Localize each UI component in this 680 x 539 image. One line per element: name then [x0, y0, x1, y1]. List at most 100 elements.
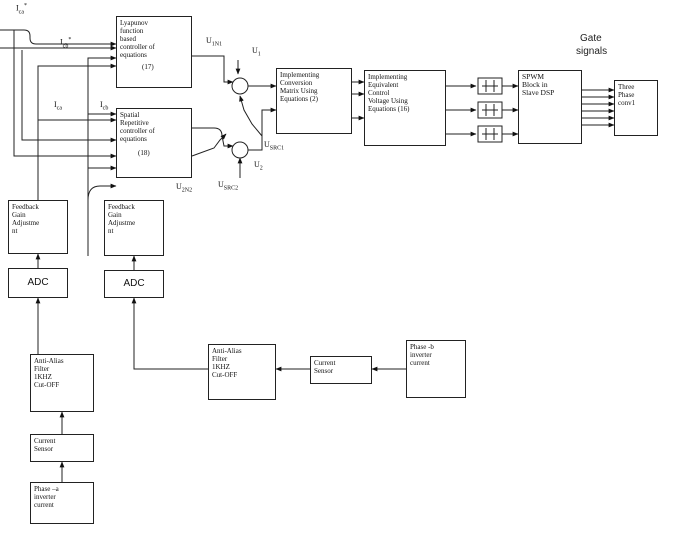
block-line: Equivalent [368, 81, 399, 89]
modulator-cell-2-mark [482, 104, 498, 116]
block-line: Slave DSP [522, 88, 555, 97]
block-line: Anti-Alias [34, 357, 64, 365]
block-line: Sensor [314, 367, 334, 375]
feedback-gain-b-block: Feedback Gain Adjustme nt [104, 200, 164, 256]
block-line: conv1 [618, 99, 636, 107]
block-line: nt [12, 227, 18, 235]
block-line: Cut-OFF [212, 371, 238, 379]
label-main: U [252, 46, 258, 55]
phase-a-inverter-block: Phase –a inverter current [30, 482, 94, 524]
block-line: equations [120, 51, 147, 59]
label-main: I [54, 100, 57, 109]
block-line: Lyapunov [120, 19, 148, 27]
summing-junction-2 [231, 141, 249, 159]
wire-filterb-to-adcb [131, 297, 208, 370]
wire-sum2-to-conv [248, 107, 277, 151]
label-sub: 2 [259, 165, 263, 172]
spatial-repetitive-controller-block: Spatial Repetitive controller of equatio… [116, 108, 192, 178]
block-line: Spatial [120, 111, 140, 119]
gate-line: Gate [580, 33, 602, 44]
wire-ica-ref [0, 29, 117, 47]
block-line: Filter [212, 355, 228, 363]
label-sub: SRC2 [223, 185, 239, 192]
wire-spatial-to-sum2 [192, 127, 234, 149]
phase-b-inverter-block: Phase -b inverter current [406, 340, 466, 398]
block-line: based [120, 35, 136, 43]
label-u2: U2 [254, 160, 263, 172]
block-line: nt [108, 227, 114, 235]
label-main: I [100, 100, 103, 109]
modulator-cell-1-mark [482, 80, 498, 92]
label-sub: ca [18, 9, 24, 16]
label-sub: ca [56, 105, 62, 112]
three-phase-converter-block: Three Phase conv1 [614, 80, 658, 136]
label-icb-ref: Icb* [60, 37, 71, 49]
block-line: inverter [34, 493, 56, 501]
block-line: Equations (2) [280, 95, 318, 103]
block-line: SPWM [522, 72, 545, 81]
wire-u2n2 [191, 133, 227, 157]
block-line: Cut-OFF [34, 381, 60, 389]
equation-ref: (17) [142, 63, 154, 71]
summing-junction-1 [231, 77, 249, 95]
wire-lyap-to-sum1 [192, 55, 234, 85]
lyapunov-controller-block: Lyapunov function based controller of eq… [116, 16, 192, 88]
anti-alias-filter-b-block: Anti-Alias Filter 1KHZ Cut-OFF [208, 344, 276, 400]
block-line: current [34, 501, 54, 509]
block-line: Feedback [12, 203, 39, 211]
label-sub: 1N1 [211, 41, 223, 48]
current-sensor-b-block: Current Sensor [310, 356, 372, 384]
label-u1n1: U1N1 [206, 36, 222, 48]
block-line: Implementing [280, 71, 320, 79]
block-line: current [410, 359, 430, 367]
conversion-matrix-block: Implementing Conversion Matrix Using Equ… [276, 68, 352, 134]
block-line: Anti-Alias [212, 347, 242, 355]
label-main: U [264, 140, 270, 149]
feedback-gain-a-block: Feedback Gain Adjustme nt [8, 200, 68, 254]
label-main: U [176, 182, 182, 191]
wire-fbb-up [87, 183, 117, 256]
block-line: equations [120, 135, 147, 143]
block-line: Matrix Using [280, 87, 318, 95]
wire-ica-feedback-rail [37, 63, 117, 200]
equivalent-control-voltage-block: Implementing Equivalent Control Voltage … [364, 70, 446, 146]
wire-icb-feedback-rail [87, 111, 117, 200]
block-line: controller of [120, 43, 155, 51]
block-line: function [120, 27, 144, 35]
block-line: Phase –a [34, 485, 59, 493]
label-sub: 2N2 [181, 187, 193, 194]
block-line: Equations (16) [368, 105, 442, 113]
block-line: Gain [12, 211, 26, 219]
block-line: Feedback [108, 203, 135, 211]
adc-label: ADC [27, 277, 49, 288]
block-line: Voltage Using [368, 97, 408, 105]
label-icb: Icb [100, 100, 108, 112]
label-sub: cb [102, 105, 109, 112]
label-usrc2: USRC2 [218, 180, 238, 192]
label-main: I [60, 37, 63, 47]
label-usrc1: USRC1 [264, 140, 284, 152]
block-line: Conversion [280, 79, 313, 87]
current-sensor-a-block: Current Sensor [30, 434, 94, 462]
block-line: Current [314, 359, 336, 367]
block-line: Sensor [34, 445, 54, 453]
label-ica-ref: Ica* [16, 3, 27, 15]
block-line: Three [618, 83, 635, 91]
adc-label: ADC [123, 278, 145, 289]
label-main: U [218, 180, 224, 189]
block-line: controller of [120, 127, 155, 135]
block-line: inverter [410, 351, 432, 359]
wire-usrc1 [239, 95, 263, 137]
gate-line: signals [576, 46, 608, 57]
block-line: Repetitive [120, 119, 149, 127]
equation-ref: (18) [138, 149, 150, 157]
label-main: I [16, 3, 19, 13]
block-line: Current [34, 437, 56, 445]
label-u2n2: U2N2 [176, 182, 192, 194]
adc-b-block: ADC [104, 270, 164, 298]
anti-alias-filter-a-block: Anti-Alias Filter 1KHZ Cut-OFF [30, 354, 94, 412]
label-sup: * [24, 3, 27, 9]
label-sup: * [68, 37, 72, 43]
block-line: Control [368, 89, 390, 97]
